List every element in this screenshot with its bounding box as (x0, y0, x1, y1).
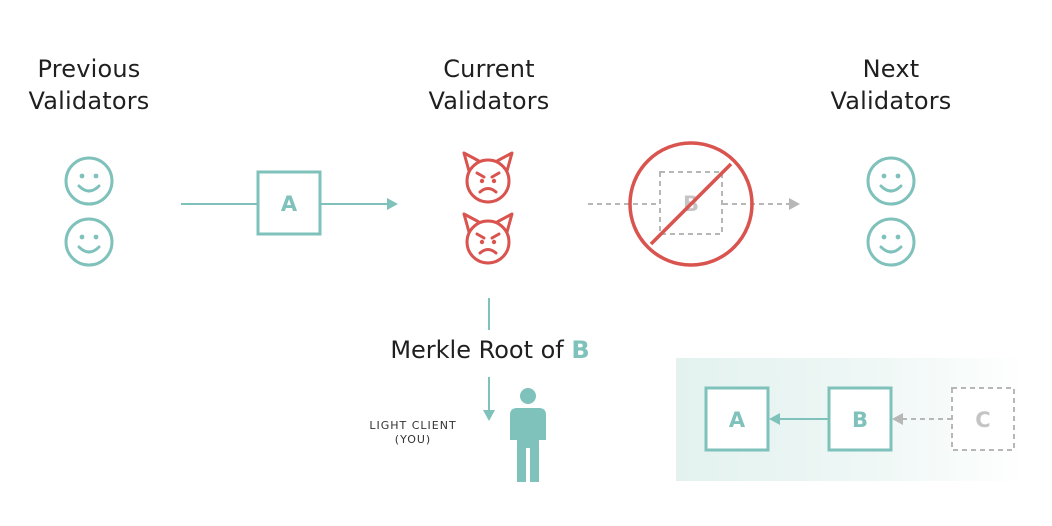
current-validator-devil-icon-1 (462, 151, 514, 204)
merkle-root-highlight: B (571, 336, 590, 364)
previous-validator-icon-2 (64, 217, 114, 267)
next-title-line2: Validators (830, 87, 952, 115)
light-client-label: LIGHT CLIENT (YOU) (343, 419, 483, 447)
previous-title-line2: Validators (28, 87, 150, 115)
arrowhead-next (789, 198, 800, 210)
current-validator-devil-icon-2 (462, 212, 514, 265)
next-validator-icon-2 (866, 217, 916, 267)
chain-block-b (827, 386, 893, 452)
person-icon (510, 388, 546, 482)
previous-validator-icon-1 (64, 156, 114, 206)
merkle-root-prefix: Merkle Root of (390, 336, 572, 364)
prohibited-icon (628, 141, 754, 267)
previous-validators-title: Previous Validators (0, 53, 209, 117)
previous-title-line1: Previous (37, 55, 141, 83)
next-validator-icon-1 (866, 156, 916, 206)
merkle-root-label: Merkle Root of B (330, 334, 650, 366)
light-client-line2: (YOU) (394, 433, 432, 446)
chain-arrowhead-b (892, 413, 903, 425)
top-block-a-label: A (281, 192, 298, 216)
arrowhead-light-client (483, 410, 495, 421)
chain-block-a (704, 386, 770, 452)
current-title-line2: Validators (428, 87, 550, 115)
light-client-line1: LIGHT CLIENT (369, 419, 457, 432)
chain-arrowhead-a (769, 413, 780, 425)
chain-block-b-label: B (852, 408, 868, 432)
chain-block-c (951, 387, 1015, 451)
arrowhead-current (387, 198, 398, 210)
current-validators-title: Current Validators (369, 53, 609, 117)
current-title-line1: Current (443, 55, 535, 83)
chain-block-a-label: A (729, 408, 746, 432)
next-title-line1: Next (862, 55, 920, 83)
next-validators-title: Next Validators (771, 53, 1011, 117)
chain-block-c-label: C (975, 408, 990, 432)
prohibited-slash (649, 162, 733, 246)
